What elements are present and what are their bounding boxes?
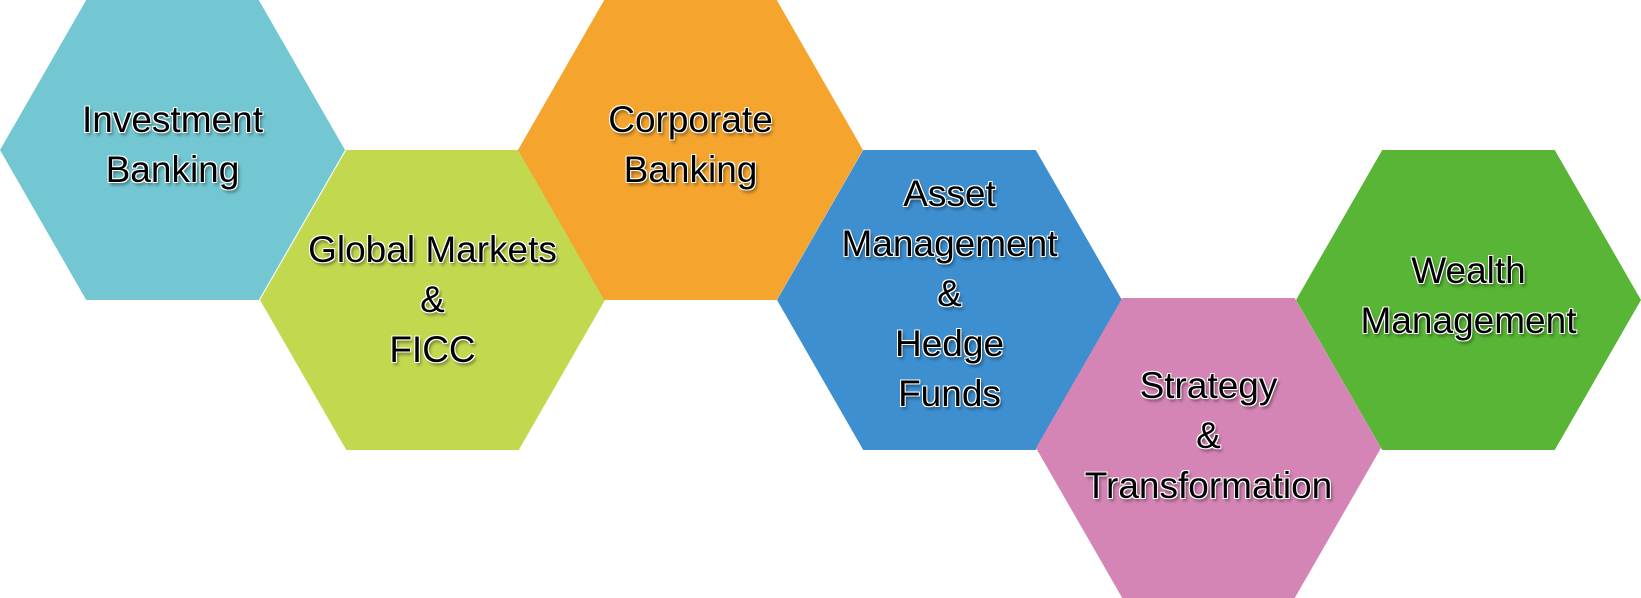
hex-wealth-management: Wealth Management bbox=[1296, 150, 1641, 450]
hex-label-line: Corporate bbox=[608, 99, 773, 140]
hex-label: Wealth Management bbox=[1361, 246, 1577, 346]
hex-label-line: Banking bbox=[105, 149, 240, 190]
hex-label-line: Funds bbox=[898, 373, 1001, 414]
hex-label: Corporate Banking bbox=[608, 95, 773, 195]
hex-investment-banking: Investment Banking bbox=[0, 0, 345, 300]
hex-label-line: Investment bbox=[82, 99, 263, 140]
hex-label-line: & bbox=[937, 273, 962, 314]
hex-label-line: Hedge bbox=[894, 323, 1005, 364]
hex-label: Investment Banking bbox=[82, 95, 263, 195]
hex-label-line: Banking bbox=[623, 149, 758, 190]
hex-label: Global Markets & FICC bbox=[308, 225, 557, 375]
hex-label-line: Transformation bbox=[1084, 465, 1333, 506]
hex-label-line: & bbox=[420, 279, 445, 320]
hex-label-line: Management bbox=[841, 223, 1058, 264]
hex-label-line: Asset bbox=[903, 173, 996, 214]
hex-label-line: & bbox=[1196, 415, 1221, 456]
hex-corporate-banking: Corporate Banking bbox=[518, 0, 863, 300]
hex-label-line: Global Markets bbox=[308, 229, 557, 270]
hex-label: Strategy & Transformation bbox=[1085, 361, 1332, 511]
hex-label-line: FICC bbox=[389, 329, 476, 370]
hex-label: Asset Management & Hedge Funds bbox=[842, 169, 1058, 419]
hex-label-line: Strategy bbox=[1139, 365, 1278, 406]
hex-label-line: Management bbox=[1360, 300, 1577, 341]
hex-label-line: Wealth bbox=[1411, 250, 1526, 291]
hex-strategy: Strategy & Transformation bbox=[1036, 298, 1381, 598]
